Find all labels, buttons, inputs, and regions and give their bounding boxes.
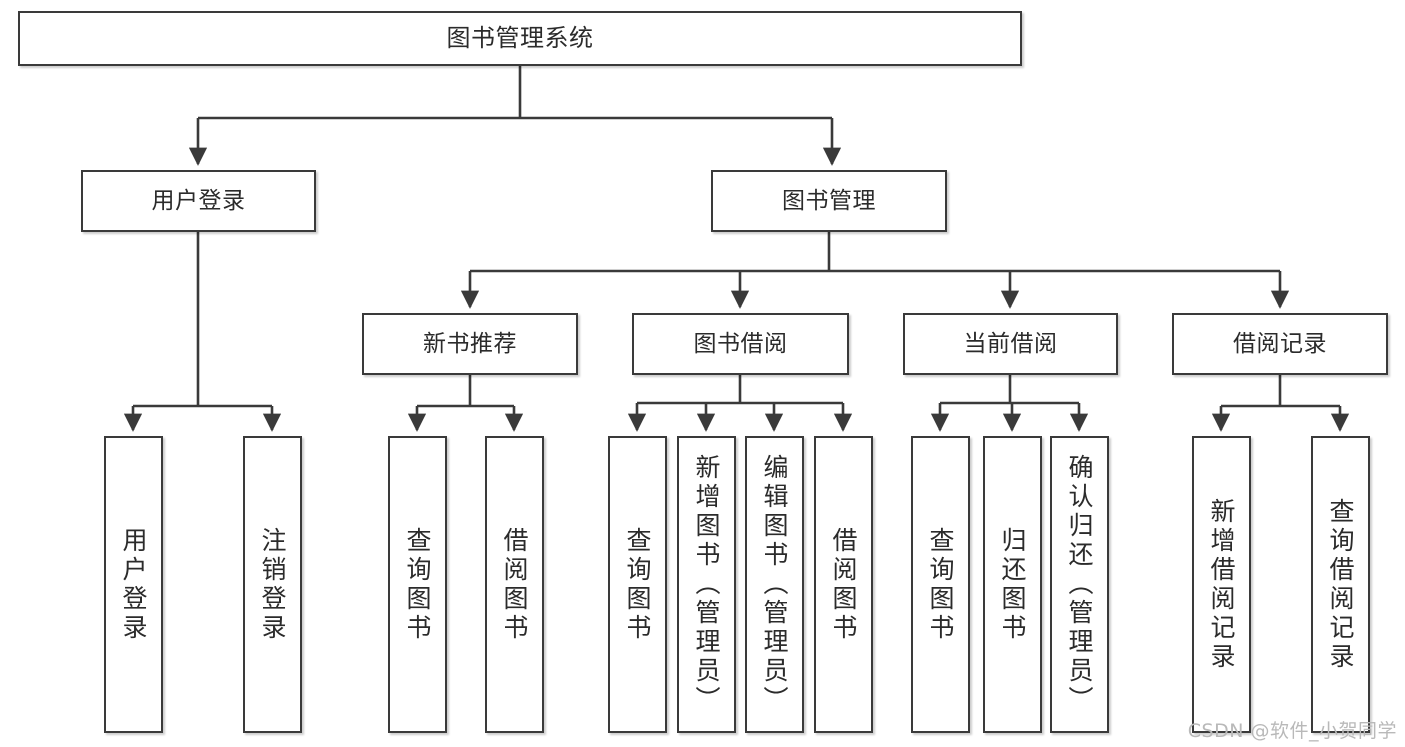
node-leaf-edit-book-admin-label: 编辑图书（管理员） <box>760 454 789 715</box>
node-leaf-user-login[interactable]: 用户登录 <box>104 436 163 733</box>
node-new-book-recommend-label: 新书推荐 <box>423 330 517 357</box>
node-borrow-record-label: 借阅记录 <box>1233 330 1327 357</box>
node-root[interactable]: 图书管理系统 <box>18 11 1022 66</box>
node-leaf-borrow-book-1-label: 借阅图书 <box>500 526 529 643</box>
node-new-book-recommend[interactable]: 新书推荐 <box>362 313 578 375</box>
node-current-borrow-label: 当前借阅 <box>963 330 1058 357</box>
node-leaf-return-book[interactable]: 归还图书 <box>983 436 1042 733</box>
node-book-management-label: 图书管理 <box>782 187 876 214</box>
node-leaf-user-login-label: 用户登录 <box>119 526 148 643</box>
node-leaf-query-book-3-label: 查询图书 <box>926 526 955 643</box>
node-book-borrow-label: 图书借阅 <box>693 330 788 357</box>
node-leaf-query-book-2[interactable]: 查询图书 <box>608 436 667 733</box>
node-leaf-query-book-1-label: 查询图书 <box>403 526 432 643</box>
node-leaf-add-book-admin[interactable]: 新增图书（管理员） <box>677 436 736 733</box>
node-leaf-logout-login[interactable]: 注销登录 <box>243 436 302 733</box>
csdn-watermark: CSDN @软件_小贺同学 <box>1187 720 1397 742</box>
node-leaf-confirm-return-admin-label: 确认归还（管理员） <box>1065 454 1094 715</box>
node-leaf-add-book-admin-label: 新增图书（管理员） <box>692 454 721 715</box>
node-current-borrow[interactable]: 当前借阅 <box>903 313 1118 375</box>
node-leaf-query-book-3[interactable]: 查询图书 <box>911 436 970 733</box>
node-leaf-confirm-return-admin[interactable]: 确认归还（管理员） <box>1050 436 1109 733</box>
node-leaf-logout-login-label: 注销登录 <box>258 526 287 643</box>
node-root-label: 图书管理系统 <box>446 23 594 52</box>
node-leaf-query-borrow-record[interactable]: 查询借阅记录 <box>1311 436 1370 733</box>
node-leaf-add-borrow-record[interactable]: 新增借阅记录 <box>1192 436 1251 733</box>
node-leaf-borrow-book-2[interactable]: 借阅图书 <box>814 436 873 733</box>
node-leaf-edit-book-admin[interactable]: 编辑图书（管理员） <box>745 436 804 733</box>
node-leaf-add-borrow-record-label: 新增借阅记录 <box>1207 497 1236 672</box>
node-user-login[interactable]: 用户登录 <box>81 170 316 232</box>
node-leaf-query-book-2-label: 查询图书 <box>623 526 652 643</box>
node-leaf-borrow-book-1[interactable]: 借阅图书 <box>485 436 544 733</box>
node-leaf-query-borrow-record-label: 查询借阅记录 <box>1326 497 1355 672</box>
node-leaf-borrow-book-2-label: 借阅图书 <box>829 526 858 643</box>
node-leaf-return-book-label: 归还图书 <box>998 526 1027 643</box>
node-borrow-record[interactable]: 借阅记录 <box>1172 313 1388 375</box>
node-book-borrow[interactable]: 图书借阅 <box>632 313 849 375</box>
node-leaf-query-book-1[interactable]: 查询图书 <box>388 436 447 733</box>
node-user-login-label: 用户登录 <box>151 187 246 214</box>
node-book-management[interactable]: 图书管理 <box>711 170 947 232</box>
